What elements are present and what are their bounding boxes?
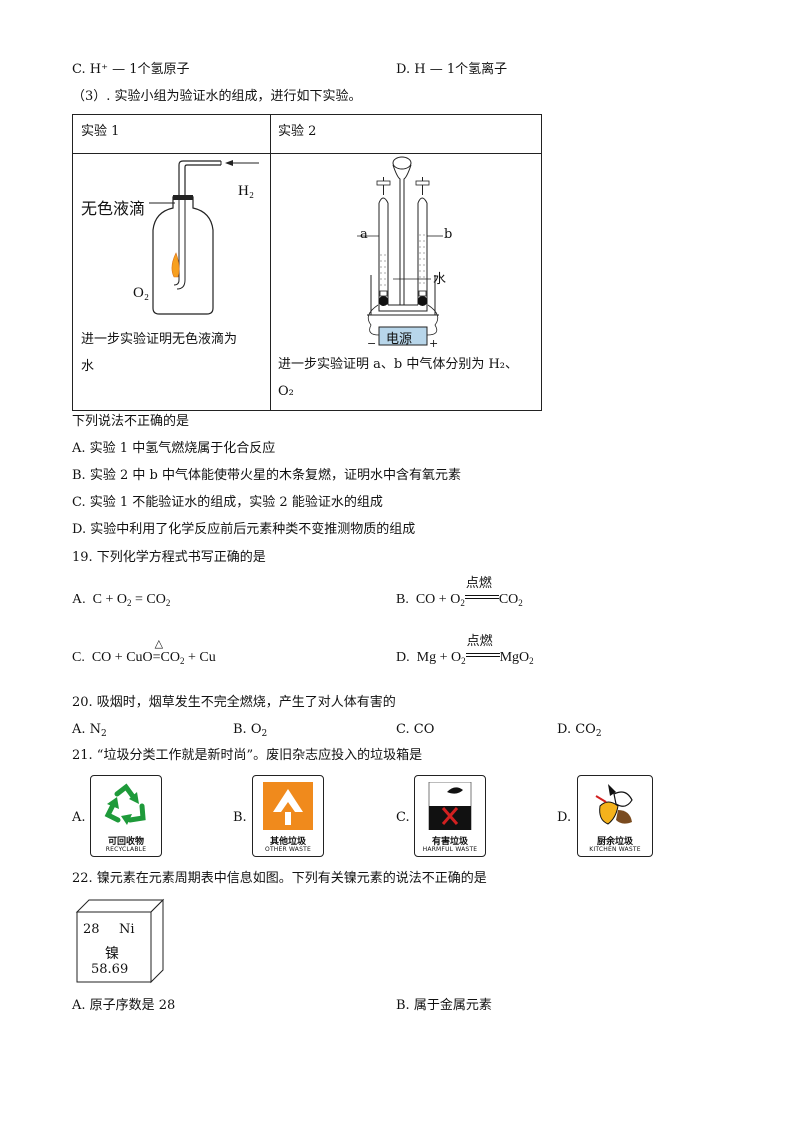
q20-option-a: A. N2 [72,722,107,739]
q18-stem: 下列说法不正确的是 [72,414,190,429]
drop-label: 无色液滴 [81,199,146,218]
q19-stem: 19. 下列化学方程式书写正确的是 [72,550,266,565]
col2-header: 实验 2 [278,124,317,139]
exp2-caption-1: 进一步实验证明 a、b 中气体分别为 H₂、 [278,357,519,372]
q20-stem: 20. 吸烟时，烟草发生不完全燃烧，产生了对人体有害的 [72,695,396,710]
harmful-waste-bin: 有害垃圾 HARMFUL WASTE [414,775,486,857]
q22-stem: 22. 镍元素在元素周期表中信息如图。下列有关镍元素的说法不正确的是 [72,871,487,886]
q18-option-a: A. 实验 1 中氢气燃烧属于化合反应 [72,441,276,456]
kitchen-waste-bin: 厨余垃圾 KITCHEN WASTE [577,775,653,857]
option-c: C. H⁺ — 1个氢原子 [72,62,190,77]
experiment1-diagram [149,160,259,315]
q21-letter-c: C. [396,810,410,825]
q20-option-d: D. CO2 [557,722,602,739]
q19-option-a: A. C + O2 = CO2 [72,592,171,608]
q21-letter-a: A. [72,810,86,825]
q20-option-c: C. CO [396,722,435,737]
q21-letter-d: D. [557,810,572,825]
atomic-number: 28 [83,922,100,937]
exp2-caption-2: O₂ [278,384,294,399]
exp1-caption-2: 水 [81,359,95,374]
col1-header: 实验 1 [81,124,120,139]
q18-option-b: B. 实验 2 中 b 中气体能使带火星的木条复燃，证明水中含有氧元素 [72,468,461,483]
exp1-caption-1: 进一步实验证明无色液滴为 [81,332,238,347]
q18-option-c: C. 实验 1 不能验证水的组成，实验 2 能验证水的组成 [72,495,383,510]
q18-option-d: D. 实验中利用了化学反应前后元素种类不变推测物质的组成 [72,522,416,537]
power-label: 电源 [386,332,413,347]
q22-option-b: B. 属于金属元素 [396,998,492,1013]
other-waste-icon [263,782,313,830]
q20-option-b: B. O2 [233,722,268,739]
element-symbol: Ni [119,922,135,937]
periodic-element-card: 28 Ni 镍 58.69 [75,898,165,984]
recycle-icon [97,782,155,830]
water-label: 水 [433,272,447,287]
other-waste-bin: 其他垃圾 OTHER WASTE [252,775,324,857]
experiment-table: 实验 1 实验 2 H₂ 无色液滴 O₂ 进一步实验证明无色液滴为 水 [72,114,542,411]
tube-a-label: a [360,227,368,242]
q22-option-a: A. 原子序数是 28 [72,998,176,1013]
q21-letter-b: B. [233,810,247,825]
option-d: D. H — 1个氢离子 [396,62,508,77]
q21-stem: 21. “垃圾分类工作就是新时尚”。废旧杂志应投入的垃圾箱是 [72,748,423,763]
atomic-mass: 58.69 [91,962,129,977]
minus-label: − [367,337,377,350]
h2-label: H₂ [238,183,255,199]
recyclable-bin: 可回收物 RECYCLABLE [90,775,162,857]
tube-b-label: b [444,227,453,242]
plus-label: + [429,337,439,350]
experiment2-diagram [357,156,443,346]
q19-option-c: C. CO + CuO△=CO2 + Cu [72,638,216,666]
harmful-waste-icon [428,782,472,830]
part3-intro: （3）. 实验小组为验证水的组成，进行如下实验。 [72,89,362,104]
o2-label: O₂ [133,285,150,301]
kitchen-waste-icon [595,784,633,825]
element-name: 镍 [105,946,119,962]
